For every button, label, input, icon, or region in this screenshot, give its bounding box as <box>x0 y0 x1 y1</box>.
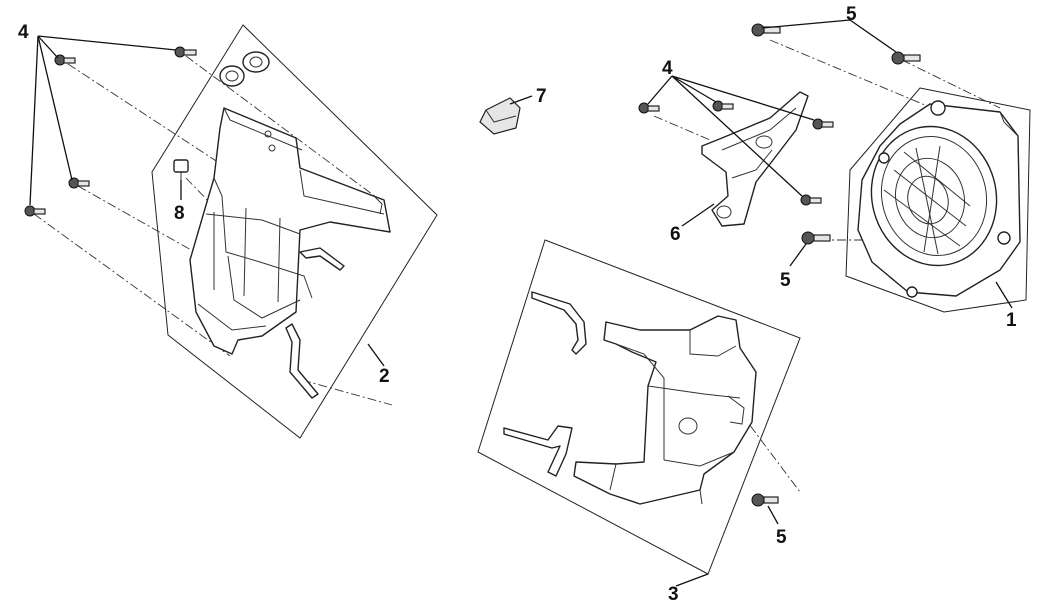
bolt-5 <box>801 231 831 245</box>
bottom-assembly-group <box>477 239 801 587</box>
part-3-bracket <box>573 315 757 505</box>
part-8-clip <box>173 159 189 180</box>
bolt-5 <box>751 493 779 507</box>
assembly-line <box>185 55 381 201</box>
right-assembly-group <box>638 19 1031 313</box>
bolt-4 <box>68 177 90 189</box>
callout-5-top: 5 <box>846 4 857 25</box>
callout-6: 6 <box>670 224 681 245</box>
bolt-5 <box>751 23 781 37</box>
wire-guide-lower <box>285 323 319 399</box>
callout-5-bottom: 5 <box>776 527 787 548</box>
assembly-line <box>77 185 231 273</box>
callout-4-right: 4 <box>662 58 673 79</box>
wire-guide-top <box>531 291 587 355</box>
bolt-4 <box>54 54 76 66</box>
bolt-4 <box>812 118 834 130</box>
wire-guide-bottom <box>503 425 573 477</box>
bolt-5 <box>891 51 921 65</box>
callout-2: 2 <box>379 366 390 387</box>
assembly-line <box>653 115 711 141</box>
bolt-4 <box>800 194 822 206</box>
assembly-line <box>769 39 933 109</box>
assembly-line <box>901 59 1001 109</box>
left-assembly-group <box>24 24 438 439</box>
part-2-housing <box>189 107 391 355</box>
mounting-ring <box>219 65 245 87</box>
assembly-line <box>301 379 393 406</box>
assembly-line <box>33 213 231 357</box>
part-6-bracket <box>701 91 809 227</box>
callout-1: 1 <box>1006 310 1017 331</box>
bolt-4 <box>712 100 734 112</box>
callout-3: 3 <box>668 584 679 605</box>
mounting-ring <box>242 51 270 73</box>
bolt-4 <box>638 102 660 114</box>
frame-part-2 <box>151 24 438 439</box>
assembly-line <box>67 63 231 171</box>
wire-guide-upper <box>299 247 345 271</box>
callout-5-middle: 5 <box>780 270 791 291</box>
assembly-line <box>185 177 213 206</box>
frame-part-1 <box>845 87 1031 313</box>
bolt-4 <box>24 205 46 217</box>
part-7-cap <box>479 95 533 135</box>
callout-4-left: 4 <box>18 22 29 43</box>
callout-8: 8 <box>174 203 185 224</box>
bolt-4 <box>174 46 197 58</box>
part-1-fan-cover <box>857 100 1021 298</box>
callout-7: 7 <box>536 86 547 107</box>
